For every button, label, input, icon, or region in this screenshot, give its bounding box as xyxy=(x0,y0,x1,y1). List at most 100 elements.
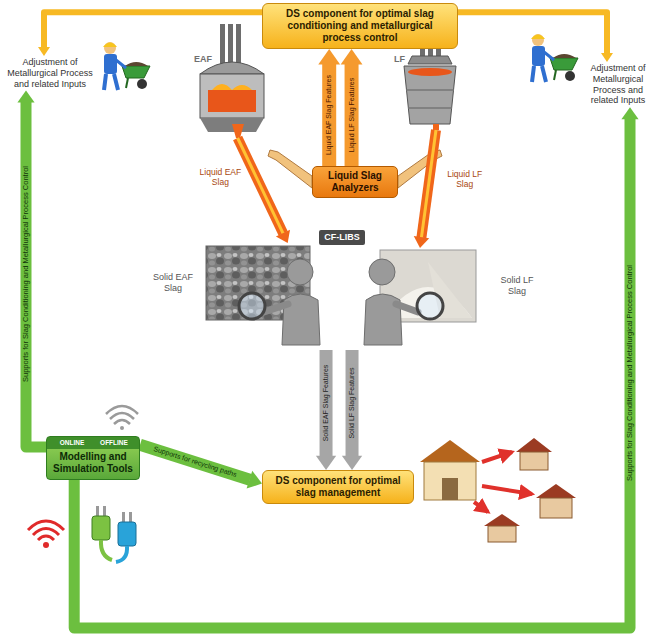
plug-icon xyxy=(116,546,127,562)
eaf-furnace xyxy=(200,74,264,118)
node-label: Adjustment of Metallurgical Process and … xyxy=(583,63,653,106)
slag-sample: Solid LF Slag xyxy=(380,248,540,324)
connector-shaft xyxy=(74,119,630,628)
wifi-symbol xyxy=(106,406,138,430)
plug-icon xyxy=(129,512,132,522)
ladle-furnace xyxy=(404,66,456,124)
house-icon xyxy=(484,438,576,542)
arrow-head xyxy=(601,53,613,62)
slag-photo xyxy=(206,246,476,322)
support-arrow xyxy=(140,445,262,489)
wifi-symbol xyxy=(33,529,59,536)
warehouse-icon xyxy=(424,462,476,500)
cf-libs-station: CF-LIBS xyxy=(266,230,418,350)
ladle-furnace xyxy=(433,124,439,130)
node-label: Solid EAF Slag xyxy=(150,272,196,294)
feedback-arrow xyxy=(38,12,262,56)
feature-arrow xyxy=(342,350,362,470)
edge-label: Liquid EAF Slag xyxy=(197,168,243,188)
plug-icon xyxy=(92,516,110,540)
slag-stream xyxy=(238,138,290,243)
arrow-head xyxy=(247,471,262,489)
arrow-head xyxy=(342,456,362,470)
node-label: ONLINE xyxy=(51,438,93,448)
slag-stream xyxy=(414,130,436,248)
adjustment-note: Adjustment of Metallurgical Process and … xyxy=(582,62,654,107)
slag-sample: Solid EAF Slag xyxy=(150,243,312,323)
wifi-symbol xyxy=(38,536,54,540)
connector-shaft xyxy=(238,138,284,234)
worker-icon xyxy=(103,42,150,90)
node-label: EAF xyxy=(194,54,268,65)
ladle-furnace xyxy=(406,90,454,108)
node-label: Solid LF Slag xyxy=(494,275,540,297)
edge-label: Solid EAF Slag Features xyxy=(322,362,330,445)
analyzer-hand xyxy=(268,150,312,188)
inspector-figure xyxy=(264,304,288,312)
inspector-figure xyxy=(239,259,443,345)
arrow-head xyxy=(341,49,363,64)
connector-shaft xyxy=(458,12,607,53)
support-arrow xyxy=(74,107,638,628)
house-icon xyxy=(540,498,572,518)
edge-label: Liquid EAF Slag Features xyxy=(325,72,333,158)
house-icon xyxy=(520,452,548,470)
wifi-symbol xyxy=(110,413,134,419)
eaf-furnace xyxy=(236,24,241,68)
ladle-furnace xyxy=(408,56,452,64)
warehouse-icon xyxy=(442,478,458,500)
eaf-furnace xyxy=(200,24,264,138)
arrow-head xyxy=(414,236,429,248)
decision-support-box: DS component for optimal slag conditioni… xyxy=(262,3,458,49)
eaf-furnace xyxy=(232,124,244,138)
wifi-symbol xyxy=(43,542,49,548)
house-icon xyxy=(516,438,552,452)
plug-icon xyxy=(118,522,136,546)
eaf-furnace xyxy=(200,118,264,132)
eaf-furnace xyxy=(228,24,233,68)
connector-shaft xyxy=(44,12,262,47)
connector-shaft xyxy=(320,350,333,456)
node-label: CF-LIBS xyxy=(319,230,365,245)
distribution-arrow xyxy=(474,502,488,512)
arrow-head xyxy=(318,49,340,64)
furnace-unit: LF xyxy=(392,52,472,130)
eaf-furnace xyxy=(220,24,225,68)
edge-label: Liquid LF Slag Features xyxy=(348,75,356,155)
node-label: Adjustment of Metallurgical Process and … xyxy=(5,57,95,89)
house-icon xyxy=(484,514,520,526)
connector-shaft xyxy=(140,445,250,480)
plug-icon xyxy=(92,506,136,562)
wifi-symbol xyxy=(28,521,64,530)
plug-icon xyxy=(122,512,125,522)
node-label: Modelling and Simulation Tools xyxy=(51,451,135,475)
feature-arrow xyxy=(341,49,363,166)
connector-shaft xyxy=(345,64,359,166)
inspector-figure xyxy=(369,259,395,285)
stream-glow xyxy=(421,130,436,238)
stream-glow xyxy=(238,138,284,234)
warehouse-icon xyxy=(420,440,480,500)
decision-support-box: DS component for optimal slag management xyxy=(262,470,414,504)
arrow-head xyxy=(276,230,290,243)
feature-arrow xyxy=(316,350,336,470)
wifi-symbol xyxy=(120,426,124,430)
arrow-head xyxy=(621,107,638,119)
wifi-symbol xyxy=(106,406,138,414)
plug-icon xyxy=(96,506,99,516)
eaf-furnace xyxy=(208,90,256,112)
edge-label: Solid LF Slag Features xyxy=(348,364,356,441)
inspector-figure xyxy=(417,293,443,319)
arrow-head xyxy=(38,47,50,56)
node-label: DS component for optimal slag conditioni… xyxy=(269,8,451,44)
analyzer-box: Liquid Slag Analyzers xyxy=(312,166,398,198)
edge-label: Supports for Slag Conditioning and Metal… xyxy=(626,262,635,484)
node-label: OFFLINE xyxy=(93,438,135,448)
eaf-furnace xyxy=(212,84,252,90)
warehouse-icon xyxy=(420,440,480,462)
node-label: Liquid Slag Analyzers xyxy=(317,170,393,194)
house-icon xyxy=(536,484,576,498)
furnace-unit: EAF xyxy=(192,52,268,138)
